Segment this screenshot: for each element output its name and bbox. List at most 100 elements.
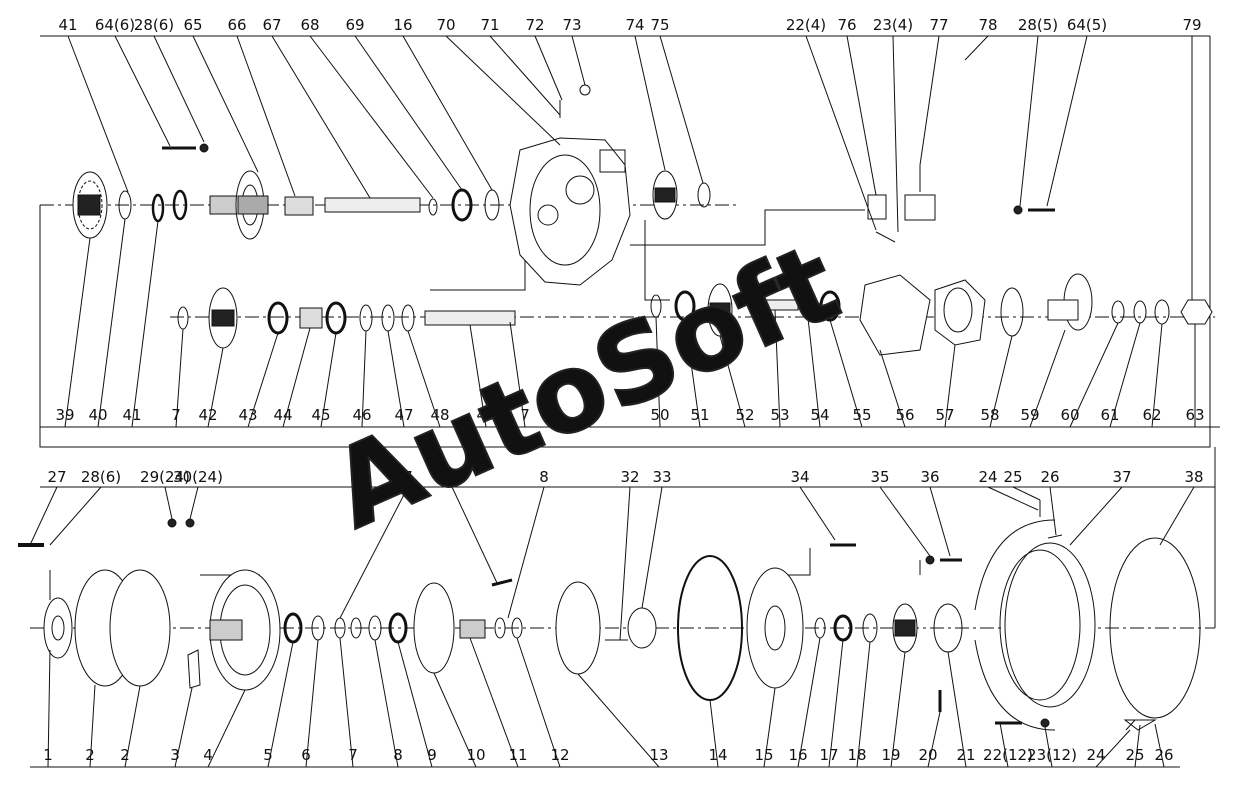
leader-line [829, 319, 863, 428]
callout-label-20: 20 [918, 746, 937, 764]
callout-label-48: 48 [430, 406, 449, 424]
callout-label-11: 11 [508, 746, 527, 764]
callout-label-7: 7 [171, 406, 181, 424]
part-33-sleeve [627, 607, 657, 649]
leader-line [174, 687, 193, 768]
leader-line [1044, 726, 1053, 768]
leader-line [397, 641, 433, 768]
leader-line [354, 35, 463, 191]
leader-line [114, 35, 171, 147]
leader-line [451, 486, 499, 586]
leader-line [402, 35, 493, 191]
callout-label-7: 7 [348, 746, 358, 764]
callout-label-43: 43 [238, 406, 257, 424]
housing-connector [644, 220, 670, 301]
bottom-labels: 122345678910111213141516171819202122(12)… [43, 637, 1174, 768]
callout-label-42: 42 [198, 406, 217, 424]
leader-line [309, 35, 434, 199]
part-28-washer [199, 143, 209, 153]
callout-label-23-4: 23(4) [873, 16, 913, 34]
part-15-turbine [746, 567, 804, 689]
part-35-washer [925, 555, 935, 565]
callout-label-33: 33 [652, 468, 671, 486]
leader-line [987, 486, 1039, 511]
leader-line [164, 486, 173, 520]
part-53-shaft [749, 299, 799, 311]
callout-label-32: 32 [620, 468, 639, 486]
leader-line [64, 237, 91, 428]
part-58-cover [934, 279, 986, 346]
callout-label-21: 21 [956, 746, 975, 764]
part-65-hub [209, 170, 269, 240]
callout-label-53: 53 [770, 406, 789, 424]
part-38-gasket [1109, 537, 1201, 719]
part-7-ring [177, 306, 189, 330]
leader-line [89, 684, 96, 768]
part-49-shaft [424, 310, 516, 326]
leader-line [634, 35, 666, 171]
leader-line [1134, 724, 1141, 768]
callout-label-57: 57 [935, 406, 954, 424]
callout-label-15: 15 [754, 746, 773, 764]
part-57-gasket [859, 274, 931, 356]
callout-label-3: 3 [170, 746, 180, 764]
callout-label-40: 40 [88, 406, 107, 424]
leader-line [655, 316, 661, 428]
callout-label-31: 31 [442, 468, 461, 486]
leader-line [207, 347, 224, 428]
part-2-disc-b [109, 569, 171, 687]
callout-label-5: 5 [263, 746, 273, 764]
part-43-bearing [267, 301, 289, 335]
callout-label-19: 19 [881, 746, 900, 764]
part-30-nut [185, 518, 195, 528]
part-60-flange [1047, 273, 1093, 331]
part-44-spacer [299, 307, 323, 329]
leader-line [509, 321, 526, 428]
leader-line [267, 641, 294, 768]
part-59-seal [1000, 287, 1024, 337]
callout-label-59: 59 [1020, 406, 1039, 424]
leader-line [1046, 35, 1088, 207]
leader-line [1019, 35, 1039, 207]
leader-line [799, 486, 836, 541]
leader-line [49, 486, 102, 546]
callout-label-34: 34 [790, 468, 809, 486]
leader-line [124, 685, 141, 768]
callout-label-26: 26 [1040, 468, 1059, 486]
leader-line [719, 335, 746, 428]
callout-label-64-6: 64(6) [95, 16, 135, 34]
leader-line [282, 327, 311, 428]
leader-line [1109, 322, 1141, 428]
leader-line [469, 637, 519, 768]
callout-label-70: 70 [436, 16, 455, 34]
leader-line [47, 649, 51, 768]
leader-line [507, 486, 545, 619]
callout-label-28-5: 28(5) [1018, 16, 1058, 34]
callout-label-12: 12 [550, 746, 569, 764]
callout-label-2: 2 [85, 746, 95, 764]
callout-label-8: 8 [539, 468, 549, 486]
callout-label-51: 51 [690, 406, 709, 424]
callout-label-27: 27 [47, 468, 66, 486]
callout-label-58: 58 [980, 406, 999, 424]
leader-line [271, 35, 371, 199]
leader-line [577, 673, 660, 768]
callout-label-14: 14 [708, 746, 727, 764]
callout-label-55: 55 [852, 406, 871, 424]
part-47-ring [381, 304, 395, 332]
part-45-bearing [325, 301, 347, 335]
callout-label-7: 7 [520, 406, 530, 424]
part-12-ring [494, 617, 506, 639]
callout-label-30-24: 30(24) [173, 468, 223, 486]
leader-line [339, 637, 354, 768]
callout-label-8: 8 [393, 746, 403, 764]
part-1-plate [43, 597, 73, 659]
callout-label-54: 54 [810, 406, 829, 424]
part-61-ring [1111, 300, 1125, 324]
shaft-connector [430, 250, 526, 291]
leader-line [890, 651, 906, 768]
leader-line [619, 486, 631, 641]
